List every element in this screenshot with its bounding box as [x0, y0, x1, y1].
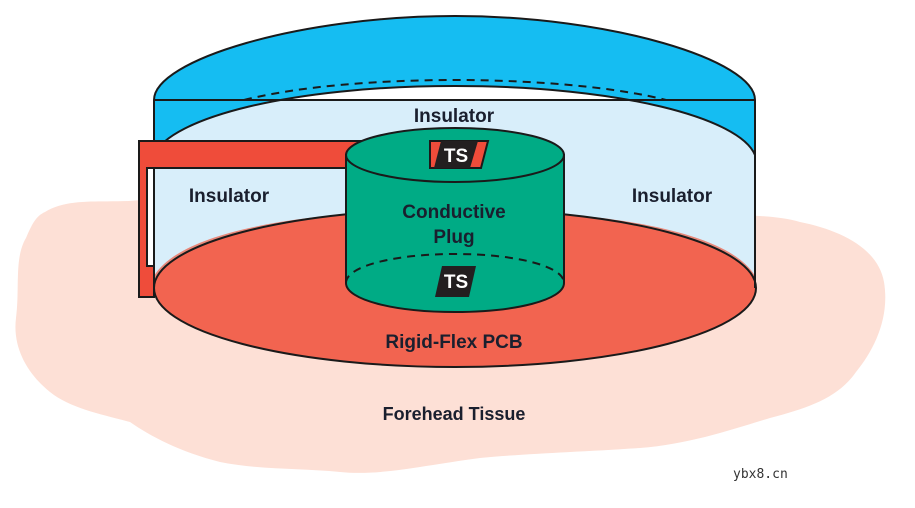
conductive-plug-label-line1: Conductive — [402, 202, 505, 223]
cap-outline — [153, 14, 756, 101]
conductive-plug-label-line2: Plug — [433, 227, 474, 248]
insulator-inner-rim — [153, 84, 756, 156]
sensor-top-label: TS — [444, 146, 468, 167]
pcb-label: Rigid-Flex PCB — [385, 332, 522, 353]
temperature-sensor-top — [434, 141, 478, 168]
tissue-label: Forehead Tissue — [383, 404, 526, 424]
insulator-right-label: Insulator — [632, 186, 713, 207]
insulator-left-label: Insulator — [189, 186, 270, 207]
watermark-text: ybx8.cn — [733, 467, 788, 482]
sensor-bottom-label: TS — [444, 272, 468, 293]
conductive-plug-body — [345, 154, 565, 314]
cap-hidden-edge — [243, 78, 667, 101]
conductive-plug-hidden-edge — [345, 252, 565, 284]
flex-cable-gap — [146, 167, 155, 267]
temperature-sensor-bottom — [435, 266, 476, 297]
insulator-top-label: Insulator — [414, 106, 495, 127]
